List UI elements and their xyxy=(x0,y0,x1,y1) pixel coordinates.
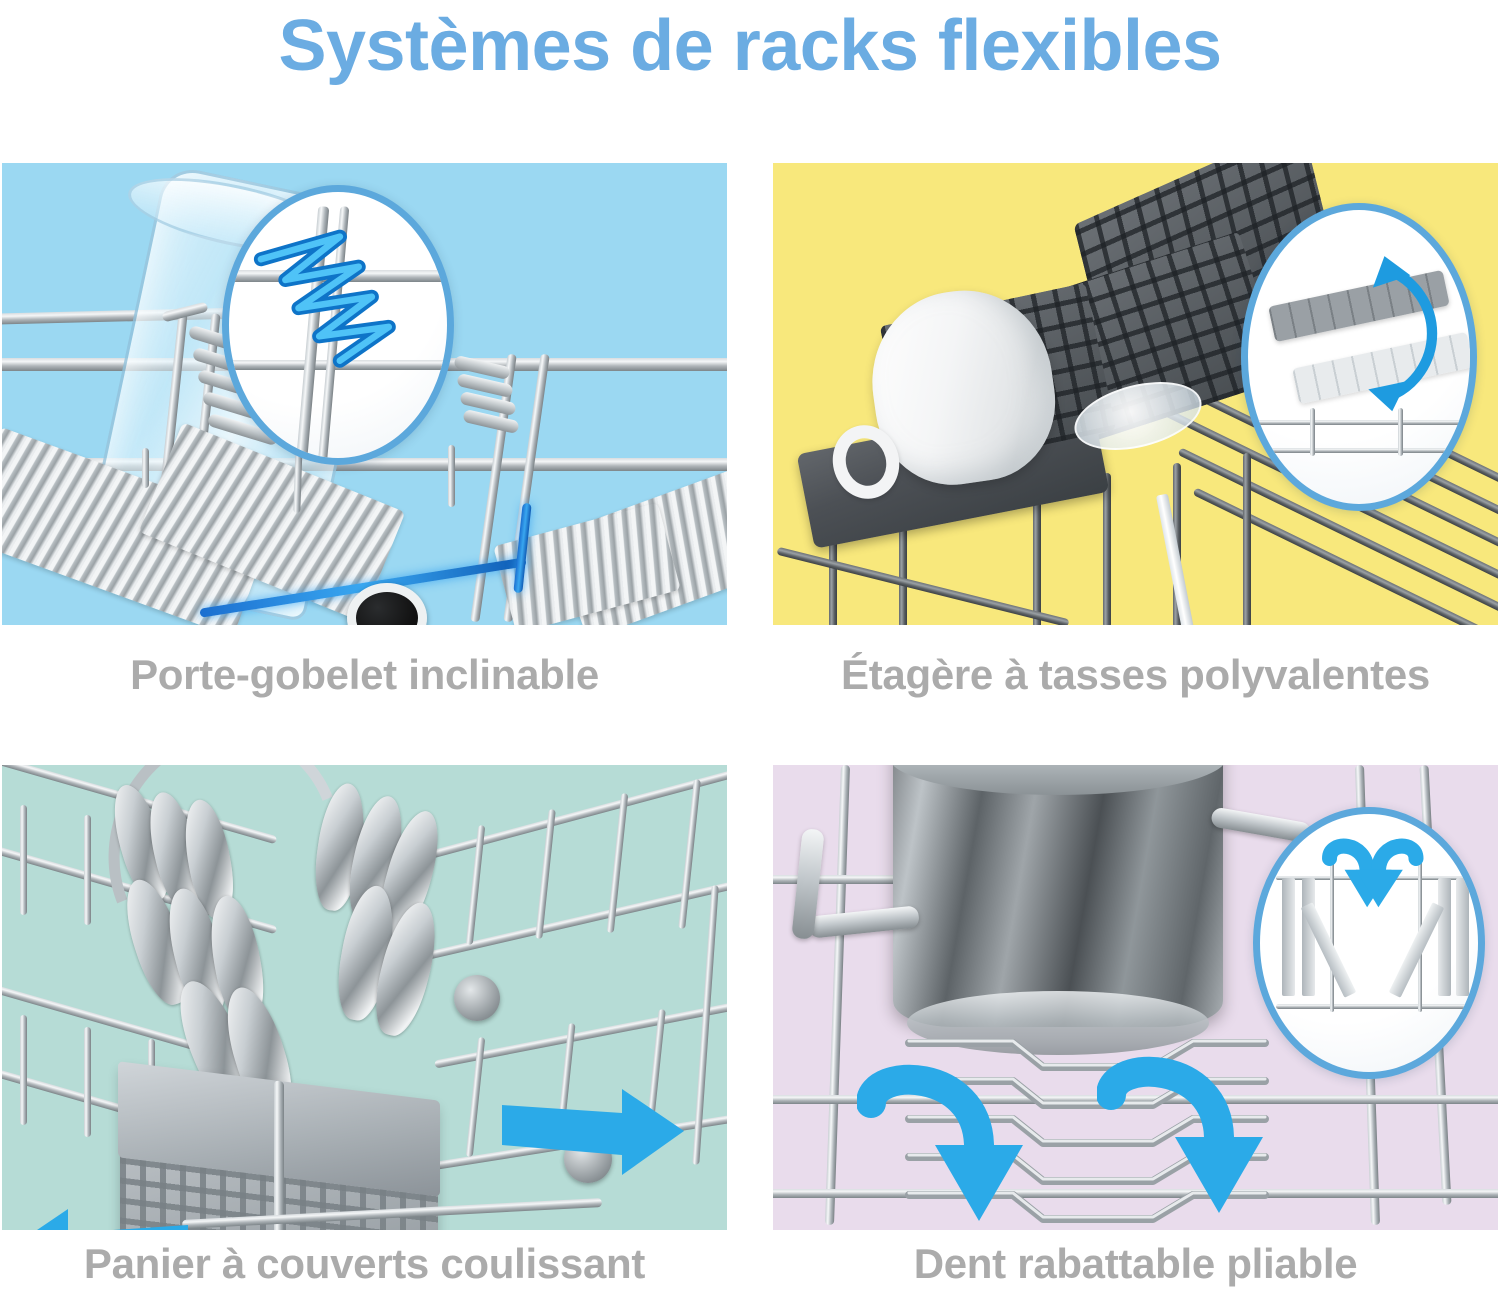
rack-wire xyxy=(829,493,837,625)
rack-wire xyxy=(773,1189,1498,1198)
rack-pin xyxy=(448,445,455,507)
basket-divider xyxy=(274,1080,284,1230)
callout-wire xyxy=(1330,862,1334,1012)
slide-right-arrow-icon xyxy=(502,1089,684,1175)
rack-wire xyxy=(20,805,27,915)
rack-wire xyxy=(824,765,851,1226)
callout-wire xyxy=(1256,448,1466,453)
caption-cutlery-basket: Panier à couverts coulissant xyxy=(83,1240,646,1287)
rack-wire xyxy=(84,1027,91,1137)
rack-wire xyxy=(1243,453,1251,625)
callout-shelf-rotation xyxy=(1241,203,1477,511)
tine-plate xyxy=(1282,878,1295,996)
feature-image-cup-shelf xyxy=(773,163,1498,625)
spring-zigzag-icon xyxy=(253,229,396,368)
rack-wire xyxy=(20,1015,27,1125)
rack-wheel-icon xyxy=(454,975,500,1021)
callout-tines-folding xyxy=(1253,807,1485,1079)
feature-image-foldable-tines xyxy=(773,765,1498,1230)
callout-spring-detail xyxy=(222,185,454,465)
fold-down-right-arrow-icon xyxy=(1097,1056,1263,1213)
rack-wire xyxy=(1103,473,1111,625)
rotation-arrows-icon xyxy=(1368,256,1438,412)
caption-cup-shelf: Étagère à tasses polyvalentes xyxy=(841,651,1430,698)
rack-wire xyxy=(899,503,907,625)
callout-wire xyxy=(1310,408,1315,456)
page-title: Systèmes de racks flexibles xyxy=(278,6,1222,86)
caption-cup-holder: Porte-gobelet inclinable xyxy=(130,651,599,698)
callout-wire xyxy=(1398,408,1403,456)
rack-wire xyxy=(678,779,701,929)
feature-image-cutlery-basket xyxy=(2,765,727,1230)
feature-grid: Porte-gobelet inclinable Étagère à tasse… xyxy=(2,163,1498,1307)
slide-left-arrow-icon xyxy=(37,1209,188,1230)
rack-wire xyxy=(776,546,1070,625)
callout-wire xyxy=(1256,420,1466,425)
tine-plate xyxy=(1456,878,1469,996)
rack-wire xyxy=(426,766,727,860)
fold-down-left-arrow-icon xyxy=(857,1064,1023,1221)
fold-arrows-icon xyxy=(1322,838,1424,908)
rack-wire xyxy=(84,815,91,925)
rack-pin xyxy=(142,448,149,488)
pot-icon xyxy=(893,765,1223,1027)
rack-wire xyxy=(773,1095,1498,1104)
caption-foldable-tines: Dent rabattable pliable xyxy=(913,1240,1358,1287)
callout-wire xyxy=(1276,1004,1476,1009)
feature-image-cup-holder xyxy=(2,163,727,625)
rack-wire xyxy=(1033,463,1041,625)
